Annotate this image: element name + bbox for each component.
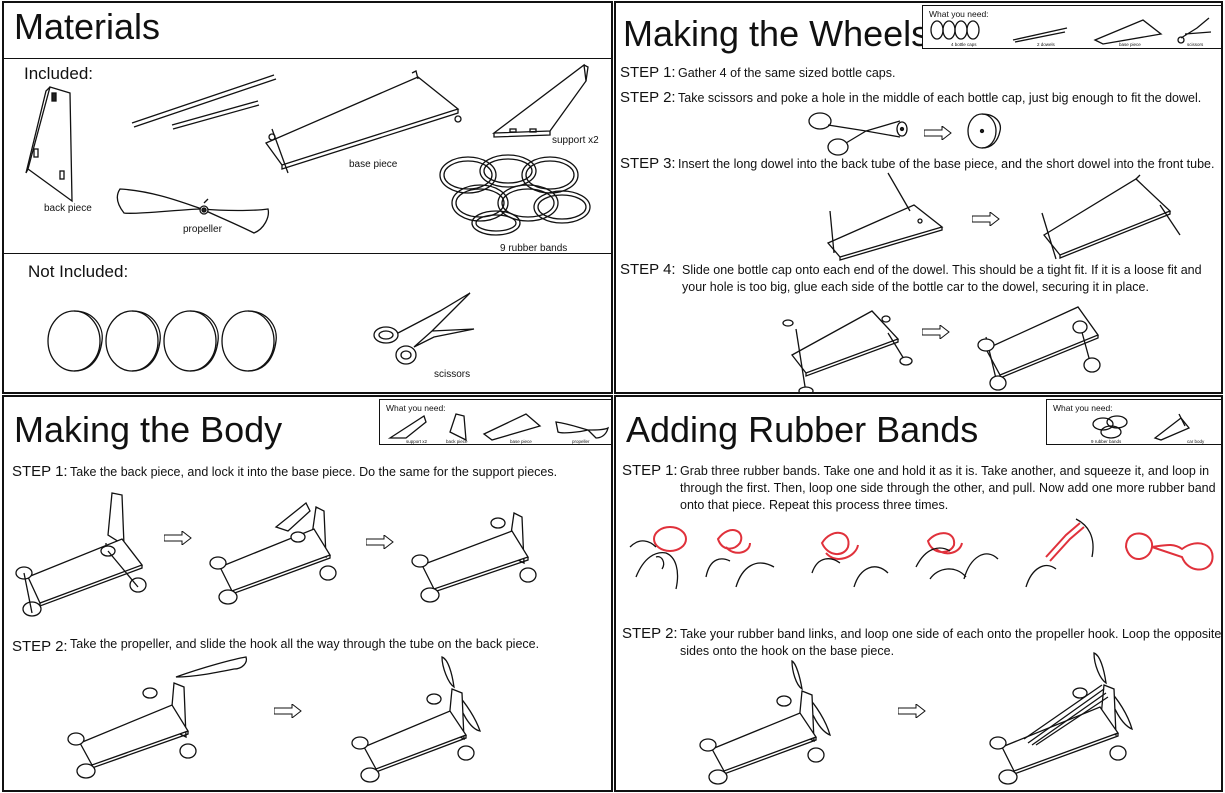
wheels-step-1-label: STEP 1: xyxy=(620,64,676,81)
wheels-step-3-text: Insert the long dowel into the back tube… xyxy=(678,157,1215,171)
propeller-attached-illustration xyxy=(351,656,481,783)
back-piece-illustration xyxy=(25,86,73,203)
slide-caps-illustration xyxy=(782,310,913,392)
step-2-arrow-icon xyxy=(924,126,952,140)
wheels-step-4-text: Slide one bottle cap onto each end of th… xyxy=(682,263,1202,294)
propeller-illustration xyxy=(116,188,270,234)
wheels-step-2-label: STEP 2: xyxy=(620,89,676,106)
step-3-arrow-icon xyxy=(972,212,1000,226)
body-step-1-text: Take the back piece, and lock it into th… xyxy=(70,465,558,479)
wheels-step-2: STEP 2: Take scissors and poke a hole in… xyxy=(620,89,1221,107)
base-piece-label: base piece xyxy=(349,159,398,170)
materials-title-divider xyxy=(4,58,611,59)
wheels-attached-illustration xyxy=(977,306,1101,391)
rubber-bands-step-2-text: Take your rubber band links, and loop on… xyxy=(680,627,1222,658)
wheels-wyn-item-3: scissors xyxy=(1187,42,1204,47)
attach-bands-after-illustration xyxy=(989,652,1133,785)
materials-title: Materials xyxy=(14,6,161,47)
lock-supports-illustration xyxy=(209,501,337,605)
body-title: Making the Body xyxy=(14,409,283,450)
wheels-wyn-item-2: base piece xyxy=(1119,42,1141,47)
rubber-bands-wyn-icons xyxy=(1092,413,1191,441)
scissors-illustration xyxy=(373,292,475,365)
wheels-title: Making the Wheels xyxy=(623,13,930,54)
lock-back-piece-illustration xyxy=(15,492,147,617)
wheels-step-1: STEP 1: Gather 4 of the same sized bottl… xyxy=(620,64,1220,82)
body-panel: Making the Body What you need: support x… xyxy=(2,395,613,792)
body-assembled-illustration xyxy=(411,512,537,603)
rubber-bands-label: 9 rubber bands xyxy=(500,243,568,254)
rubber-bands-step-1-text: Grab three rubber bands. Take one and ho… xyxy=(680,464,1216,512)
rubber-bands-step-2: STEP 2: Take your rubber band links, and… xyxy=(622,625,1222,660)
back-piece-label: back piece xyxy=(44,203,92,214)
support-label: support x2 xyxy=(552,135,599,146)
body-step-2-label: STEP 2: xyxy=(12,638,68,655)
body-wyn-item-1: back piece xyxy=(446,439,468,444)
body-wyn-item-0: support x2 xyxy=(406,439,428,444)
slide-propeller-illustration xyxy=(67,656,248,779)
wheels-step-2-text: Take scissors and poke a hole in the mid… xyxy=(678,91,1202,105)
rubber-bands-wyn-item-0: 9 rubber bands xyxy=(1091,439,1122,444)
dowels-illustration xyxy=(131,74,277,130)
materials-panel: Materials Included: Not Included: back p… xyxy=(2,1,613,394)
wheels-panel: Making the Wheels What you need: 4 bottl… xyxy=(614,1,1223,394)
propeller-label: propeller xyxy=(183,224,222,235)
wheels-step-3: STEP 3: Insert the long dowel into the b… xyxy=(620,155,1221,173)
body-what-you-need-box: What you need: support x2 back piece bas… xyxy=(379,399,611,445)
linking-bands-illustration xyxy=(629,518,1214,590)
body-wyn-item-3: propeller xyxy=(572,439,590,444)
rubber-bands-step-2-arrow-icon xyxy=(898,704,926,718)
not-included-heading: Not Included: xyxy=(28,262,129,281)
rubber-bands-step-1: STEP 1: Grab three rubber bands. Take on… xyxy=(622,462,1221,514)
rubber-bands-title: Adding Rubber Bands xyxy=(626,409,979,450)
wheels-wyn-item-0: 4 bottle caps xyxy=(951,42,977,47)
step-4-arrow-icon xyxy=(922,325,950,339)
rubber-bands-wyn-item-1: car body xyxy=(1187,439,1205,444)
wheels-step-4: STEP 4: Slide one bottle cap onto each e… xyxy=(620,261,1221,296)
body-step-1-label: STEP 1: xyxy=(12,463,68,480)
body-step-1: STEP 1: Take the back piece, and lock it… xyxy=(12,463,611,481)
body-step-1-arrow-1-icon xyxy=(164,531,192,545)
rubber-bands-panel: Adding Rubber Bands What you need: 9 rub… xyxy=(614,395,1223,792)
body-step-2-text: Take the propeller, and slide the hook a… xyxy=(70,637,540,651)
body-step-2: STEP 2: Take the propeller, and slide th… xyxy=(12,636,611,655)
body-wyn-icons xyxy=(387,413,609,442)
scissors-label: scissors xyxy=(434,369,471,380)
rubber-bands-what-you-need-heading: What you need: xyxy=(1053,403,1113,413)
wheels-what-you-need-heading: What you need: xyxy=(929,9,989,19)
body-step-2-arrow-icon xyxy=(274,704,302,718)
wheels-wyn-icons xyxy=(930,17,1212,45)
body-wyn-item-2: base piece xyxy=(510,439,532,444)
base-piece-illustration xyxy=(264,70,462,174)
wheels-step-1-text: Gather 4 of the same sized bottle caps. xyxy=(678,66,896,80)
rubber-bands-what-you-need-box: What you need: 9 rubber bands car body xyxy=(1046,399,1221,445)
rubber-bands-illustration xyxy=(439,154,591,236)
poke-hole-illustration xyxy=(808,112,1002,156)
wheels-step-3-label: STEP 3: xyxy=(620,155,676,172)
included-divider xyxy=(4,253,611,254)
included-heading: Included: xyxy=(24,64,93,83)
body-what-you-need-heading: What you need: xyxy=(386,403,446,413)
rubber-bands-step-2-label: STEP 2: xyxy=(622,625,678,642)
attach-bands-before-illustration xyxy=(699,659,831,785)
body-step-1-arrow-2-icon xyxy=(366,535,394,549)
support-piece-illustration xyxy=(491,63,589,138)
dowels-inserted-illustration xyxy=(1041,174,1181,260)
wheels-wyn-item-1: 2 dowels xyxy=(1037,42,1055,47)
rubber-bands-step-1-label: STEP 1: xyxy=(622,462,678,479)
wheels-what-you-need-box: What you need: 4 bottle caps 2 dowels ba… xyxy=(922,5,1221,49)
wheels-step-4-label: STEP 4: xyxy=(620,261,676,278)
bottle-caps-illustration xyxy=(47,310,277,372)
insert-dowels-illustration xyxy=(826,172,944,261)
